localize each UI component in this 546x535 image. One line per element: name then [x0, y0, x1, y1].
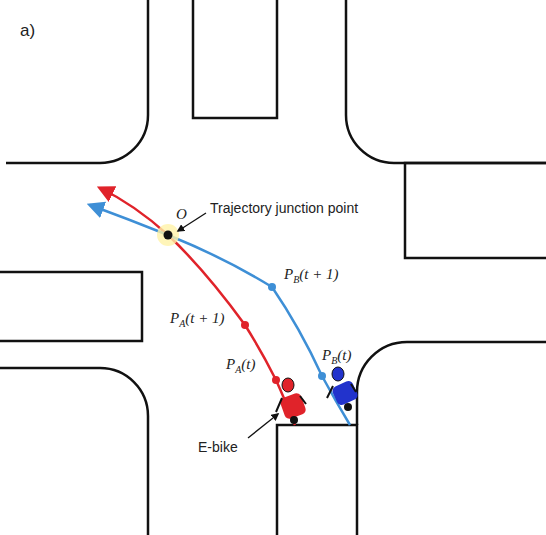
point-a-t — [272, 376, 280, 384]
junction-glow — [157, 224, 179, 246]
callout-label: Trajectory junction point — [210, 201, 358, 216]
panel-label: a) — [20, 22, 35, 41]
point-label: PA(t + 1) — [170, 310, 225, 329]
trajectory-b — [90, 205, 350, 425]
leader-line — [248, 414, 278, 438]
callout-label: E-bike — [198, 440, 238, 455]
trajectory-a — [100, 188, 295, 425]
e-bike-a — [276, 378, 307, 424]
point-b-t1 — [268, 283, 276, 291]
point-label: PB(t + 1) — [284, 266, 339, 285]
junction-point — [164, 231, 173, 240]
point-label: PA(t) — [226, 356, 255, 375]
point-b-t — [318, 372, 326, 380]
point-label: PB(t) — [322, 347, 351, 366]
point-a-t1 — [241, 321, 249, 329]
point-label: O — [176, 206, 187, 223]
e-bike-b — [327, 367, 359, 411]
